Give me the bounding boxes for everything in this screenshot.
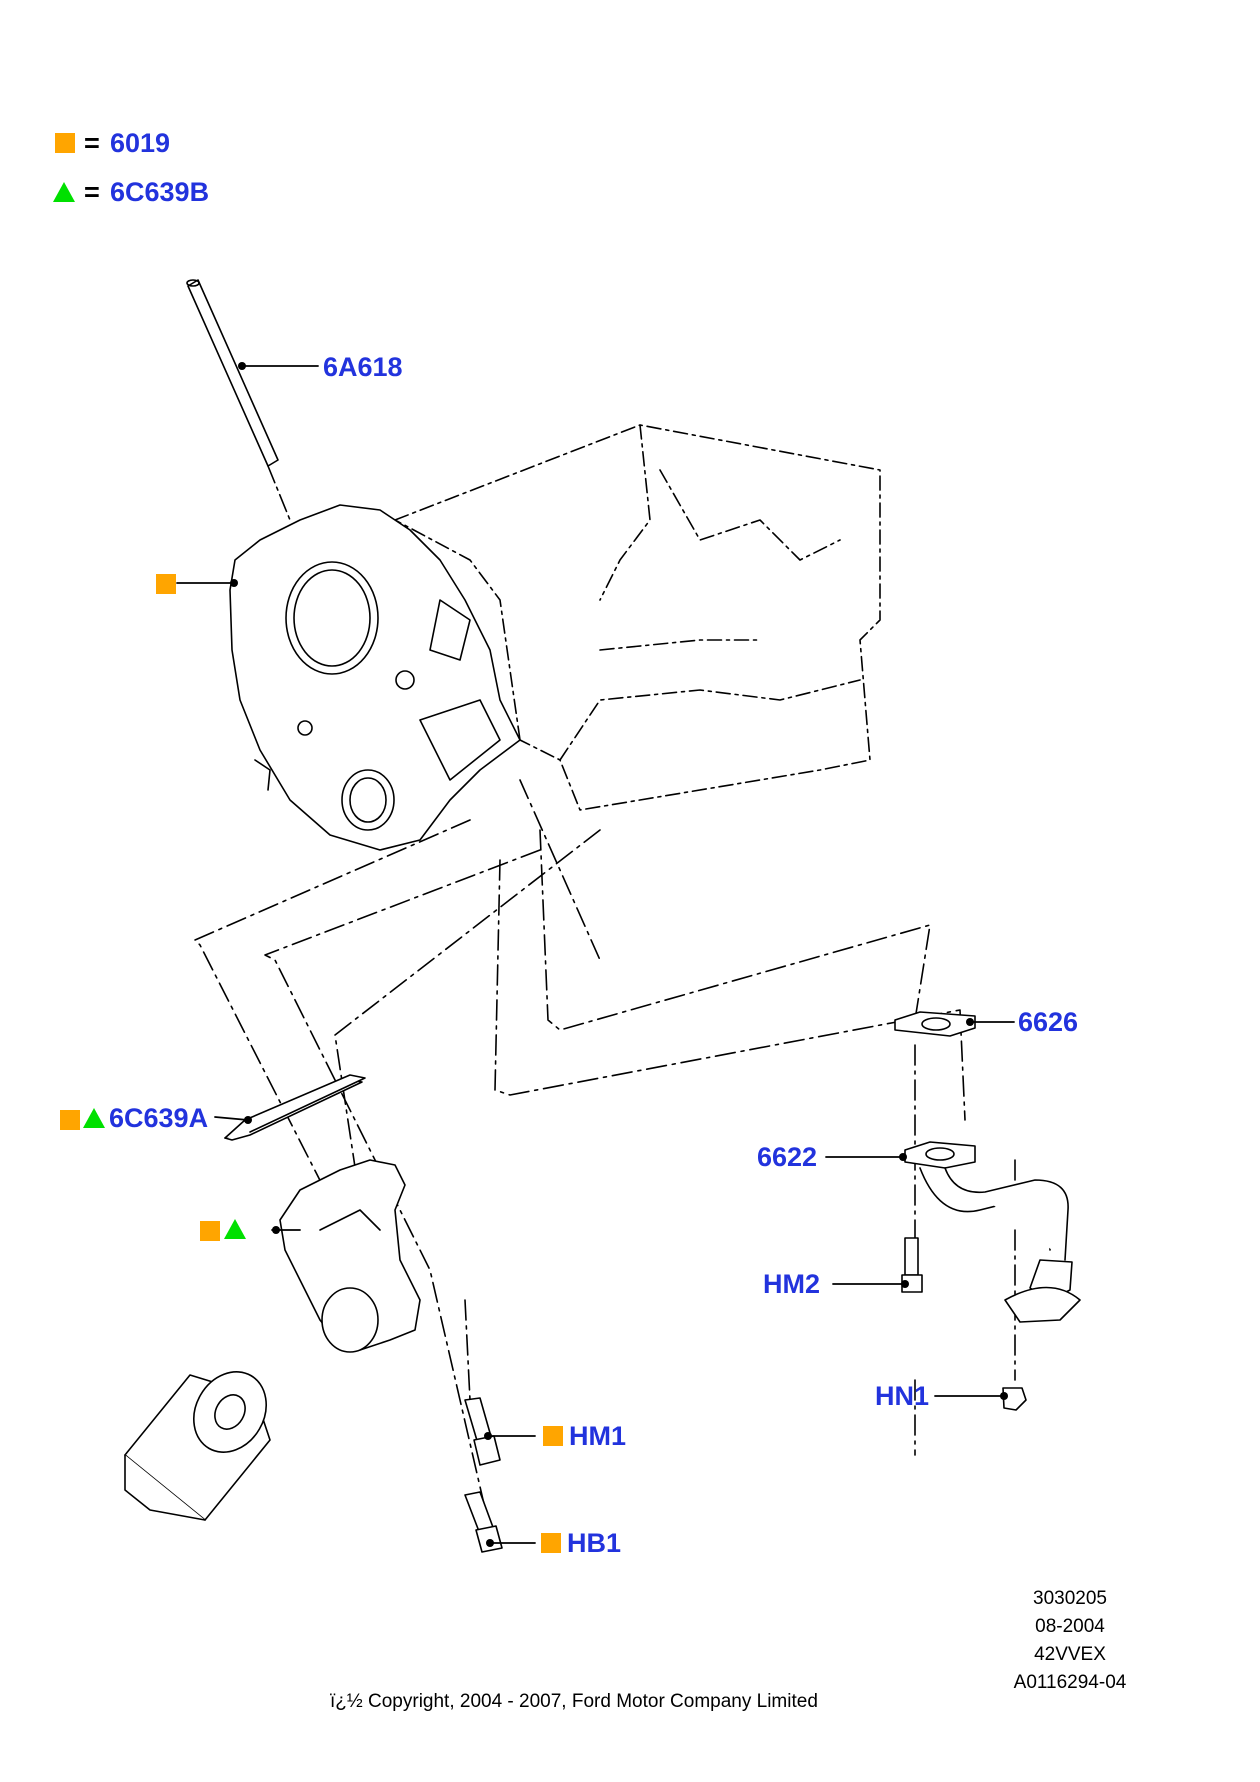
reference-block: 3030205 08-2004 42VVEX A0116294-04 bbox=[1000, 1588, 1140, 1694]
oil-filter-adapter bbox=[279, 1159, 421, 1353]
legend-equals: = bbox=[84, 128, 100, 158]
legend-code-6c639b[interactable]: 6C639B bbox=[110, 177, 210, 207]
callout-6622[interactable]: 6622 bbox=[757, 1142, 818, 1172]
reference-line-1: 3030205 bbox=[1033, 1588, 1107, 1609]
bolt-hm1 bbox=[464, 1397, 501, 1466]
callout-hn1[interactable]: HN1 bbox=[875, 1381, 930, 1411]
phantom-lines bbox=[194, 779, 1016, 1531]
callout-triangle-icon bbox=[224, 1219, 246, 1239]
callout-hm2[interactable]: HM2 bbox=[763, 1269, 821, 1299]
copyright-notice: ï¿½ Copyright, 2004 - 2007, Ford Motor C… bbox=[330, 1691, 818, 1712]
callout-square-icon bbox=[60, 1110, 80, 1130]
callout-triangle-icon bbox=[83, 1108, 105, 1128]
oil-pump-gasket-6c639a bbox=[224, 1074, 366, 1141]
callout-square-icon bbox=[156, 574, 176, 594]
oil-pickup-tube bbox=[904, 1141, 1081, 1323]
callout-hb1[interactable]: HB1 bbox=[567, 1528, 622, 1558]
legend-equals: = bbox=[84, 177, 100, 207]
callout-square-icon bbox=[200, 1221, 220, 1241]
callout-6a618[interactable]: 6A618 bbox=[323, 352, 403, 382]
callout-6c639a[interactable]: 6C639A bbox=[109, 1103, 209, 1133]
leader-lines bbox=[176, 365, 1015, 1544]
gasket-6626 bbox=[894, 1011, 976, 1037]
nut-hn1 bbox=[1002, 1387, 1027, 1411]
callout-square-icon bbox=[543, 1426, 563, 1446]
dipstick-tube bbox=[186, 279, 291, 521]
legend-square-icon bbox=[55, 133, 75, 153]
engine-block-phantom bbox=[394, 424, 881, 811]
bolt-hm2 bbox=[901, 1237, 923, 1293]
callout-hm1[interactable]: HM1 bbox=[569, 1421, 627, 1451]
leader-dots bbox=[230, 362, 1008, 1547]
legend-code-6019[interactable]: 6019 bbox=[110, 128, 171, 158]
front-cover bbox=[229, 504, 521, 851]
reference-line-2: 08-2004 bbox=[1035, 1616, 1105, 1637]
callout-6626[interactable]: 6626 bbox=[1018, 1007, 1079, 1037]
reference-line-3: 42VVEX bbox=[1034, 1644, 1106, 1665]
legend-triangle-icon bbox=[53, 182, 75, 202]
callout-square-icon bbox=[541, 1533, 561, 1553]
reference-line-4: A0116294-04 bbox=[1013, 1672, 1127, 1693]
bolt-hb1 bbox=[464, 1491, 503, 1553]
oil-filter bbox=[124, 1371, 271, 1521]
